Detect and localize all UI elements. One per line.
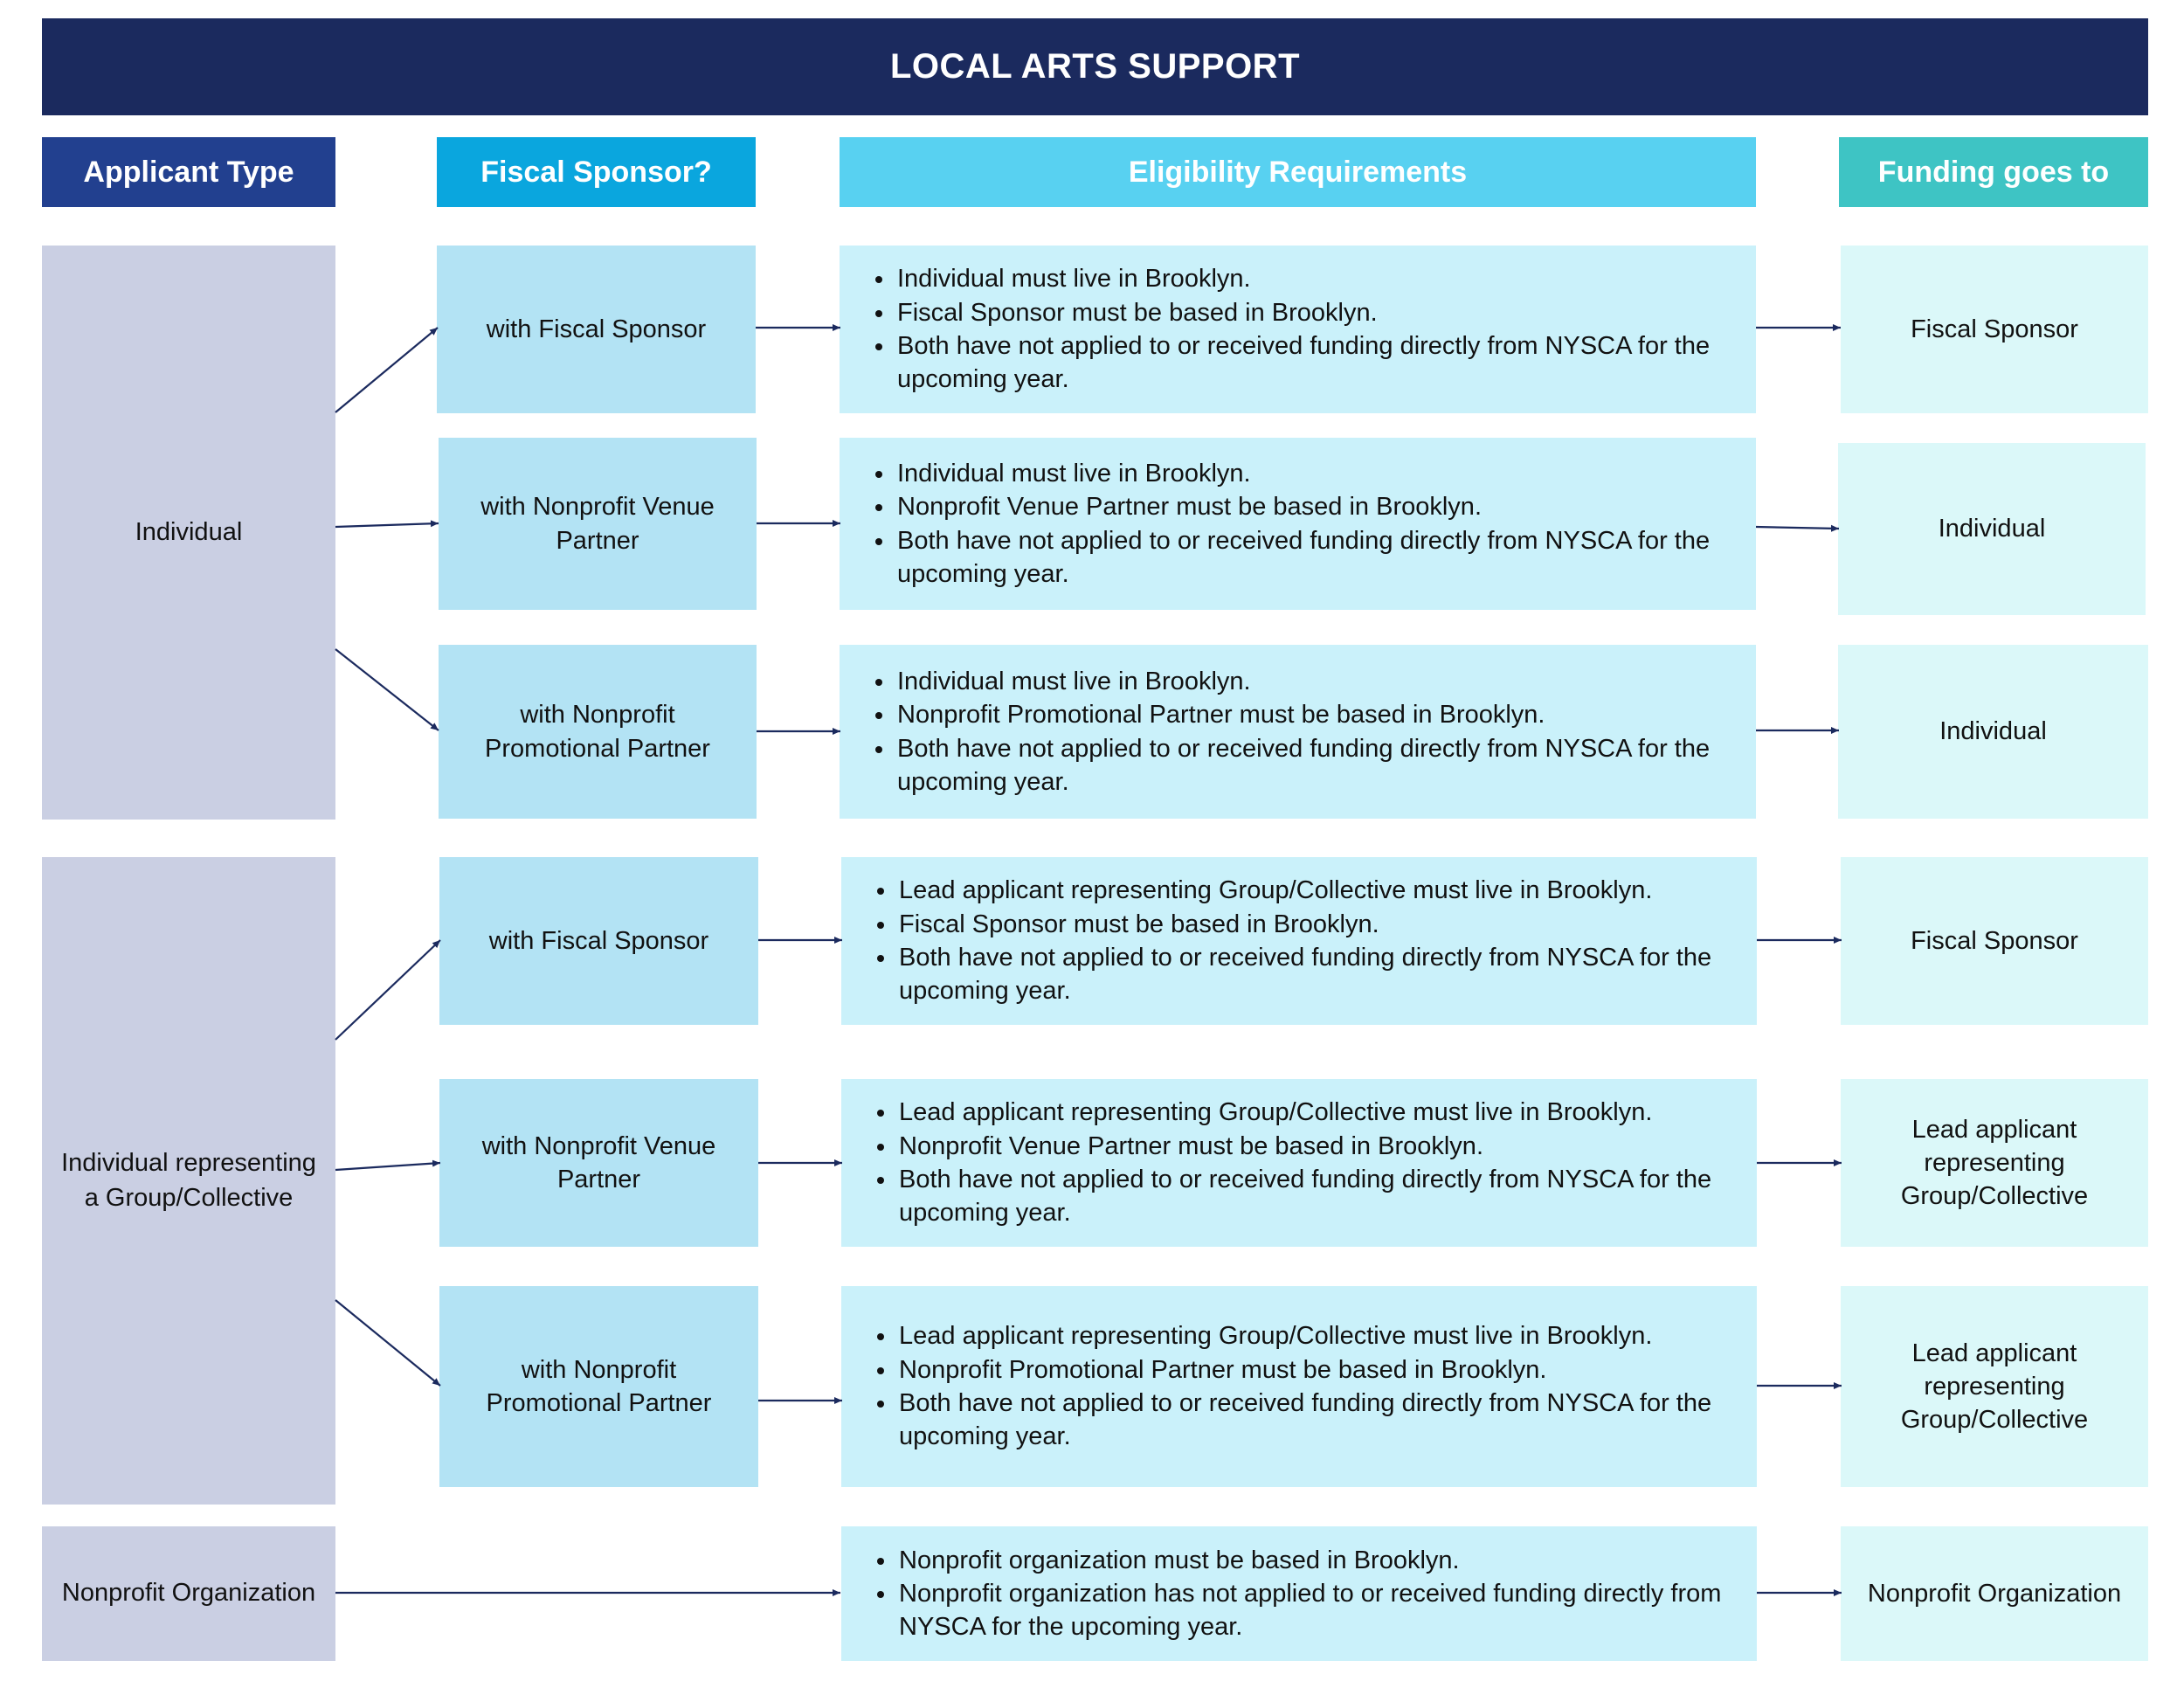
requirement-item: Nonprofit Promotional Partner must be ba…	[895, 698, 1721, 731]
requirement-item: Fiscal Sponsor must be based in Brooklyn…	[897, 908, 1722, 941]
requirement-item: Both have not applied to or received fun…	[897, 941, 1722, 1008]
requirement-item: Lead applicant representing Group/Collec…	[897, 874, 1722, 907]
requirement-item: Both have not applied to or received fun…	[897, 1163, 1722, 1230]
requirements-list: Lead applicant representing Group/Collec…	[864, 1319, 1722, 1453]
sponsor-box: with Nonprofit Venue Partner	[439, 438, 757, 610]
requirements-list: Individual must live in Brooklyn. Nonpro…	[862, 457, 1721, 591]
requirement-item: Individual must live in Brooklyn.	[895, 457, 1721, 490]
sponsor-box: with Fiscal Sponsor	[439, 857, 758, 1025]
requirements-list: Individual must live in Brooklyn. Nonpro…	[862, 665, 1721, 799]
requirement-item: Both have not applied to or received fun…	[895, 732, 1721, 799]
requirement-item: Lead applicant representing Group/Collec…	[897, 1096, 1722, 1129]
funding-box: Nonprofit Organization	[1841, 1526, 2148, 1661]
connector-arrow	[335, 648, 439, 731]
header-applicant-type: Applicant Type	[42, 137, 335, 207]
sponsor-box: with Nonprofit Promotional Partner	[439, 645, 757, 819]
applicant-nonprofit-organization: Nonprofit Organization	[42, 1526, 335, 1661]
requirements-list: Lead applicant representing Group/Collec…	[864, 874, 1722, 1007]
funding-box: Individual	[1838, 645, 2148, 819]
applicant-group-collective: Individual representing a Group/Collecti…	[42, 857, 335, 1505]
requirement-item: Individual must live in Brooklyn.	[895, 665, 1721, 698]
requirement-item: Both have not applied to or received fun…	[897, 1387, 1722, 1454]
connector-arrow	[335, 1159, 441, 1172]
eligibility-box: Lead applicant representing Group/Collec…	[841, 1079, 1757, 1247]
connector-arrow	[335, 520, 439, 529]
requirement-item: Nonprofit organization has not applied t…	[897, 1577, 1722, 1644]
sponsor-box: with Nonprofit Promotional Partner	[439, 1286, 758, 1487]
funding-box: Lead applicant representing Group/Collec…	[1841, 1079, 2148, 1247]
eligibility-box: Individual must live in Brooklyn. Fiscal…	[840, 246, 1756, 413]
header-eligibility-requirements: Eligibility Requirements	[840, 137, 1756, 207]
eligibility-box: Nonprofit organization must be based in …	[841, 1526, 1757, 1661]
page-title: LOCAL ARTS SUPPORT	[42, 18, 2148, 115]
funding-box: Fiscal Sponsor	[1841, 246, 2148, 413]
requirement-item: Nonprofit organization must be based in …	[897, 1544, 1722, 1577]
applicant-individual: Individual	[42, 246, 335, 820]
eligibility-box: Lead applicant representing Group/Collec…	[841, 857, 1757, 1025]
requirement-item: Nonprofit Venue Partner must be based in…	[895, 490, 1721, 523]
sponsor-box: with Fiscal Sponsor	[437, 246, 756, 413]
requirement-item: Lead applicant representing Group/Collec…	[897, 1319, 1722, 1352]
requirements-list: Nonprofit organization must be based in …	[864, 1544, 1722, 1644]
requirement-item: Nonprofit Venue Partner must be based in…	[897, 1130, 1722, 1163]
eligibility-box: Lead applicant representing Group/Collec…	[841, 1286, 1757, 1487]
requirement-item: Fiscal Sponsor must be based in Brooklyn…	[895, 296, 1721, 329]
requirements-list: Lead applicant representing Group/Collec…	[864, 1096, 1722, 1229]
requirement-item: Nonprofit Promotional Partner must be ba…	[897, 1353, 1722, 1387]
eligibility-box: Individual must live in Brooklyn. Nonpro…	[840, 645, 1756, 819]
funding-box: Fiscal Sponsor	[1841, 857, 2148, 1025]
connector-arrow	[335, 1299, 441, 1387]
header-funding-goes-to: Funding goes to	[1839, 137, 2148, 207]
funding-box: Individual	[1838, 443, 2146, 615]
connector-arrow	[335, 327, 439, 413]
requirement-item: Individual must live in Brooklyn.	[895, 262, 1721, 295]
connector-arrow	[335, 939, 441, 1041]
sponsor-box: with Nonprofit Venue Partner	[439, 1079, 758, 1247]
requirement-item: Both have not applied to or received fun…	[895, 524, 1721, 591]
requirements-list: Individual must live in Brooklyn. Fiscal…	[862, 262, 1721, 396]
eligibility-box: Individual must live in Brooklyn. Nonpro…	[840, 438, 1756, 610]
connector-arrow	[1755, 524, 1840, 532]
funding-box: Lead applicant representing Group/Collec…	[1841, 1286, 2148, 1487]
requirement-item: Both have not applied to or received fun…	[895, 329, 1721, 397]
header-fiscal-sponsor: Fiscal Sponsor?	[437, 137, 756, 207]
